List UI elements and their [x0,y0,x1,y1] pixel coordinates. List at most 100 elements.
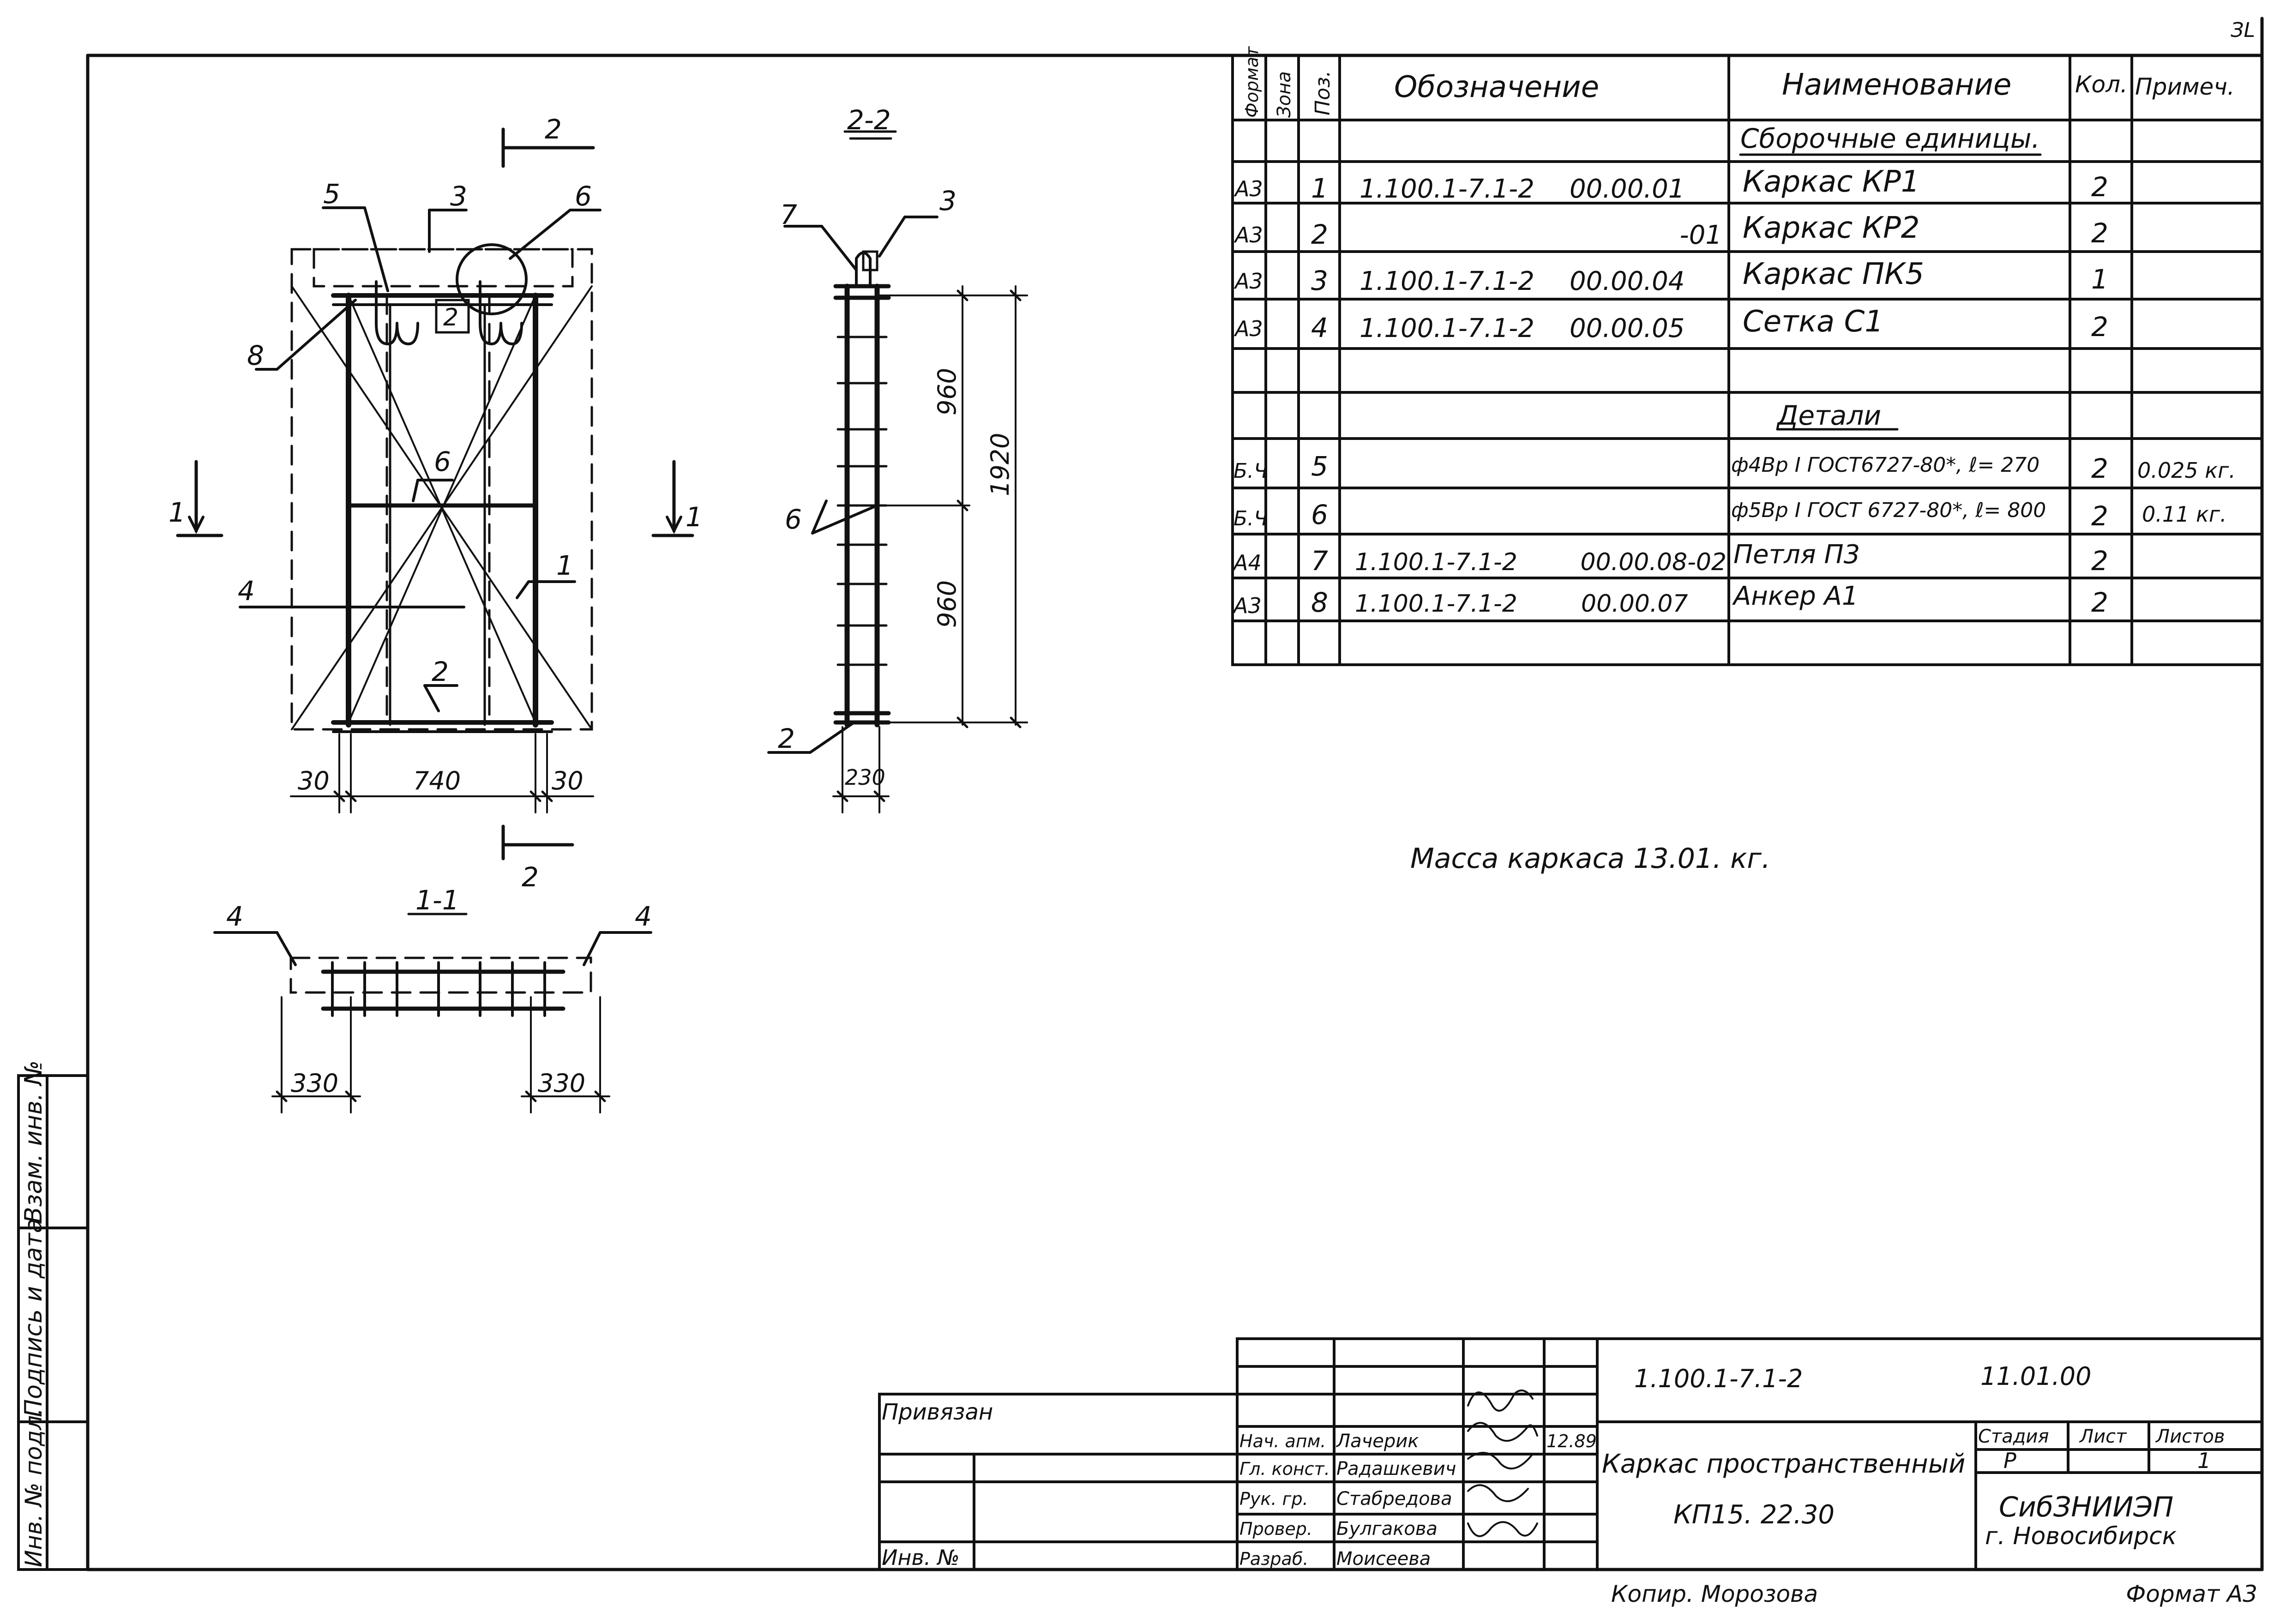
cell-format: Б.Ч [1233,459,1268,483]
section-assemblies-title: Сборочные единицы. [1740,123,2040,154]
cell-qty: 2 [2091,217,2108,249]
table-row: А3 2 -01 Каркас КР2 2 [1233,211,2108,250]
cell-name: Петля П3 [1733,540,1860,570]
cell-desig-b: 00.00.07 [1581,590,1688,618]
role-5: Разраб. [1239,1549,1308,1569]
cell-qty: 2 [2091,500,2108,532]
section-1-1-labels: 1-1 4 4 330 330 [226,884,652,1098]
cut-mark-1-left: 1 [168,497,186,528]
role-1: Нач. апм. [1239,1431,1326,1451]
cell-name: Анкер А1 [1732,581,1858,611]
org-line-1: СибЗНИИЭП [1999,1491,2173,1523]
table-row: А3 1 1.100.1-7.1-2 00.00.01 Каркас КР1 2 [1233,165,2108,204]
dim-740: 740 [413,766,461,795]
cell-format: А3 [1233,223,1263,247]
cell-desig-b: 00.00.05 [1570,313,1684,343]
dim-330-right: 330 [538,1069,585,1098]
dim-330-left: 330 [291,1069,338,1098]
callout-6b: 6 [434,446,451,477]
doc-title-1: Каркас пространственный [1602,1449,1965,1479]
role-3: Рук. гр. [1239,1489,1308,1509]
stage-label: Стадия [1978,1426,2049,1447]
privyazan-label: Привязан [882,1399,993,1425]
callout-4-left: 4 [226,901,243,932]
cell-format: А3 [1232,593,1262,618]
cell-name: Сетка С1 [1743,305,1883,339]
cell-desig-a: 1.100.1-7.1-2 [1355,548,1517,576]
callout-3: 3 [450,180,467,212]
role-5-name: Моисеева [1336,1548,1431,1570]
dim-960-bottom: 960 [932,580,962,628]
sheet-label: Лист [2079,1426,2127,1447]
callout-5: 5 [323,178,340,210]
cell-name: Каркас КР2 [1743,211,1919,245]
cell-pos: 7 [1311,545,1328,577]
cell-qty: 2 [2091,453,2108,484]
spec-table-header: Формат Зона Поз. Обозначение Наименовани… [1242,46,2235,118]
inv-no-label: Инв. № [882,1545,960,1570]
title-block-texts: Привязан Инв. № 1.100.1-7.1-2 11.01.00 Н… [882,1362,2257,1607]
cell-format: А3 [1233,269,1263,294]
cell-format: Б.Ч [1233,507,1268,530]
sheets-label: Листов [2155,1426,2225,1447]
cell-desig-a: 1.100.1-7.1-2 [1360,174,1534,204]
left-strip [17,1074,89,1571]
cell-format: А3 [1233,316,1263,341]
section-1-1-title: 1-1 [415,884,459,916]
table-row: Б.Ч 6 ф5Вр I ГОСТ 6727-80*, ℓ= 800 2 0.1… [1233,499,2227,532]
header-zone: Зона [1274,71,1295,118]
callout-2: 2 [443,304,458,331]
cell-qty: 2 [2091,545,2108,577]
section-1-1-view [213,913,652,1113]
callout-6: 6 [785,504,802,535]
callout-3: 3 [939,185,957,217]
callout-2: 2 [778,723,795,754]
mass-note: Масса каркаса 13.01. кг. [1410,842,1770,875]
cell-desig-b: 00.00.08-02 [1581,548,1727,576]
table-row: А3 4 1.100.1-7.1-2 00.00.05 Сетка С1 2 [1233,305,2108,343]
left-strip-labels: Взам. инв. № Подпись и дата Инв. № подл. [20,1060,48,1567]
callout-4-right: 4 [635,901,652,932]
cell-pos: 3 [1311,265,1328,296]
cell-qty: 2 [2091,171,2108,203]
doc-title-2: КП15. 22.30 [1673,1500,1835,1530]
callout-1: 1 [556,550,573,581]
dim-1920: 1920 [986,433,1015,496]
doc-code: 1.100.1-7.1-2 [1634,1364,1803,1393]
sheets-value: 1 [2197,1448,2211,1473]
callout-6: 6 [575,180,592,212]
header-note: Примеч. [2135,73,2235,100]
cell-desig-a: 1.100.1-7.1-2 [1360,313,1534,343]
dim-30-right: 30 [552,766,584,795]
spec-rows: А3 1 1.100.1-7.1-2 00.00.01 Каркас КР1 2… [1232,165,2236,618]
left-strip-label: Взам. инв. № [20,1060,48,1223]
cell-format: А3 [1233,176,1263,201]
dim-230: 230 [845,765,885,790]
table-row: А3 3 1.100.1-7.1-2 00.00.04 Каркас ПК5 1 [1233,257,2108,296]
role-3-name: Стабредова [1336,1488,1452,1510]
org-line-2: г. Новосибирск [1985,1522,2177,1550]
cell-pos: 2 [1311,219,1328,250]
section-2-2-view [767,130,1028,813]
section-2-2-title: 2-2 [847,104,891,136]
section-details-title: Детали [1776,400,1881,431]
cell-pos: 4 [1311,312,1328,343]
main-view [176,127,694,860]
year: 12.89 [1546,1431,1597,1451]
table-row: А3 8 1.100.1-7.1-2 00.00.07 Анкер А1 2 [1232,581,2108,618]
cell-note: 0.11 кг. [2142,502,2227,527]
left-strip-label: Подпись и дата [20,1218,48,1417]
callout-8: 8 [247,340,264,371]
header-format: Формат [1242,46,1262,118]
callout-2b: 2 [432,656,449,687]
dim-30-left: 30 [298,766,330,795]
cell-desig-b: 00.00.01 [1570,174,1684,204]
left-strip-label: Инв. № подл. [20,1408,47,1567]
cell-format: А4 [1232,550,1262,575]
doc-date: 11.01.00 [1980,1362,2091,1391]
stage-value: Р [2003,1448,2016,1473]
callout-4: 4 [238,575,255,607]
cell-name: Каркас ПК5 [1743,257,1924,291]
header-pos: Поз. [1311,71,1335,115]
role-2: Гл. конст. [1239,1459,1330,1479]
